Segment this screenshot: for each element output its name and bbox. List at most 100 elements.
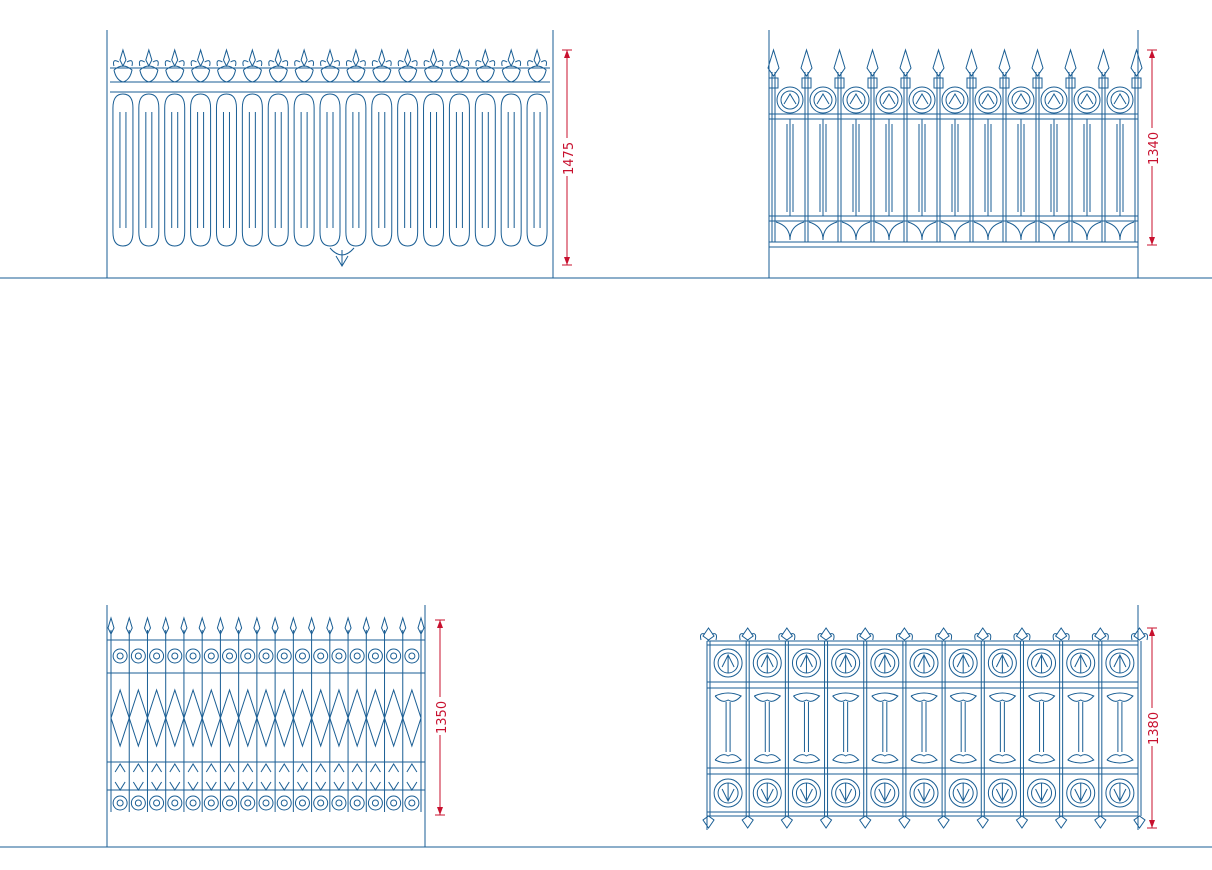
fence-ring (1039, 86, 1069, 241)
fence-bar (164, 48, 186, 247)
fence-bar (138, 48, 160, 247)
fence-ring (808, 86, 838, 241)
fence-post (935, 627, 953, 829)
fence-spear (289, 616, 297, 812)
fence-medallion (219, 648, 240, 811)
fence-spear (344, 616, 352, 812)
fence-spear (143, 616, 152, 812)
fence-medallion (274, 648, 294, 811)
fence-panel-4 (700, 605, 1148, 830)
fence-medallion (165, 648, 185, 811)
fence-ring (940, 86, 970, 241)
fence-spear (932, 48, 945, 242)
fence-spear (326, 616, 334, 812)
fence-bar (397, 48, 419, 247)
fence-spear (866, 48, 879, 242)
fence-grid-cell (1027, 648, 1057, 808)
fence-panel-2-dimension: 1340 (1144, 49, 1162, 246)
fence-spear (380, 616, 389, 812)
fence-grid-cell (1066, 648, 1096, 808)
fence-bar (371, 48, 393, 247)
fence-spear (1130, 48, 1143, 242)
fence-spear (125, 616, 133, 812)
fence-spear (1031, 48, 1044, 242)
fence-grid-cell (948, 648, 978, 808)
fence-grid-cell (831, 648, 861, 808)
fence-spear (800, 48, 813, 242)
fence-spear (180, 616, 188, 812)
panel-4-height-label: 1380 (1147, 712, 1162, 745)
fence-spear (162, 616, 170, 812)
fence-spear (1064, 48, 1077, 242)
fence-panel-1 (106, 30, 554, 278)
fence-spear (965, 48, 978, 242)
fence-ring (841, 86, 871, 241)
fence-grid-cell (791, 648, 821, 808)
fence-bar (293, 48, 315, 247)
fence-grid-cell (713, 648, 743, 808)
fence-medallion (365, 648, 386, 811)
fence-grid-cell (909, 648, 939, 808)
fence-bar (526, 48, 548, 247)
fence-medallion (128, 648, 148, 811)
fence-bar (319, 48, 341, 247)
fence-spear (107, 616, 115, 812)
fence-post (700, 627, 717, 829)
fence-spear (1097, 48, 1110, 242)
fence-spear (198, 616, 206, 812)
fence-spear (235, 616, 243, 812)
fence-ring (1105, 86, 1135, 241)
fence-ring (1006, 86, 1036, 241)
fence-medallion (329, 648, 349, 811)
fence-spear (899, 48, 912, 242)
fence-ring (907, 86, 937, 241)
fence-ring (973, 86, 1003, 241)
panel-2-height-label: 1340 (1147, 132, 1162, 165)
fence-medallion (384, 648, 404, 811)
fence-post (856, 627, 874, 829)
fence-bar (215, 48, 237, 247)
fence-spear (767, 48, 780, 242)
fence-spear (833, 48, 846, 242)
fence-post (895, 627, 913, 829)
fence-bar (241, 48, 263, 247)
fence-grid-cell (987, 648, 1017, 808)
fence-medallion (238, 648, 258, 811)
fence-grid-cell (1105, 648, 1135, 808)
fence-post (1013, 627, 1031, 829)
fence-panel-1-dimension: 1475 (559, 49, 577, 266)
fence-bar (500, 48, 522, 247)
fence-bar (448, 48, 470, 247)
fence-medallion (347, 648, 367, 811)
fence-post (974, 627, 992, 829)
fence-medallion (292, 648, 313, 811)
fence-spear (417, 616, 425, 812)
fence-spear (216, 616, 224, 812)
fence-spear (998, 48, 1011, 242)
fence-spear (271, 616, 279, 812)
fence-bar (190, 48, 212, 247)
fence-medallion (311, 648, 331, 811)
fence-spear (362, 616, 370, 812)
fence-panel-3-dimension: 1350 (432, 619, 450, 816)
fence-post (778, 627, 796, 829)
fence-grid-cell (752, 648, 782, 808)
fence-medallion (201, 648, 221, 811)
fence-ring (1072, 86, 1102, 241)
fence-medallion (402, 648, 422, 811)
fence-spear (399, 616, 407, 812)
fence-post (1091, 627, 1109, 829)
fence-ring (874, 86, 904, 241)
fence-medallion (110, 648, 130, 811)
fence-bar (345, 48, 367, 247)
fence-post (1052, 627, 1070, 829)
fence-bar (423, 48, 445, 247)
fence-post (1131, 627, 1148, 829)
fence-bar (112, 48, 134, 247)
fence-medallion (256, 648, 276, 811)
panel-3-height-label: 1350 (435, 701, 450, 734)
fence-spear (253, 616, 261, 812)
fence-bar (267, 48, 289, 247)
fence-panel-2 (767, 30, 1143, 278)
